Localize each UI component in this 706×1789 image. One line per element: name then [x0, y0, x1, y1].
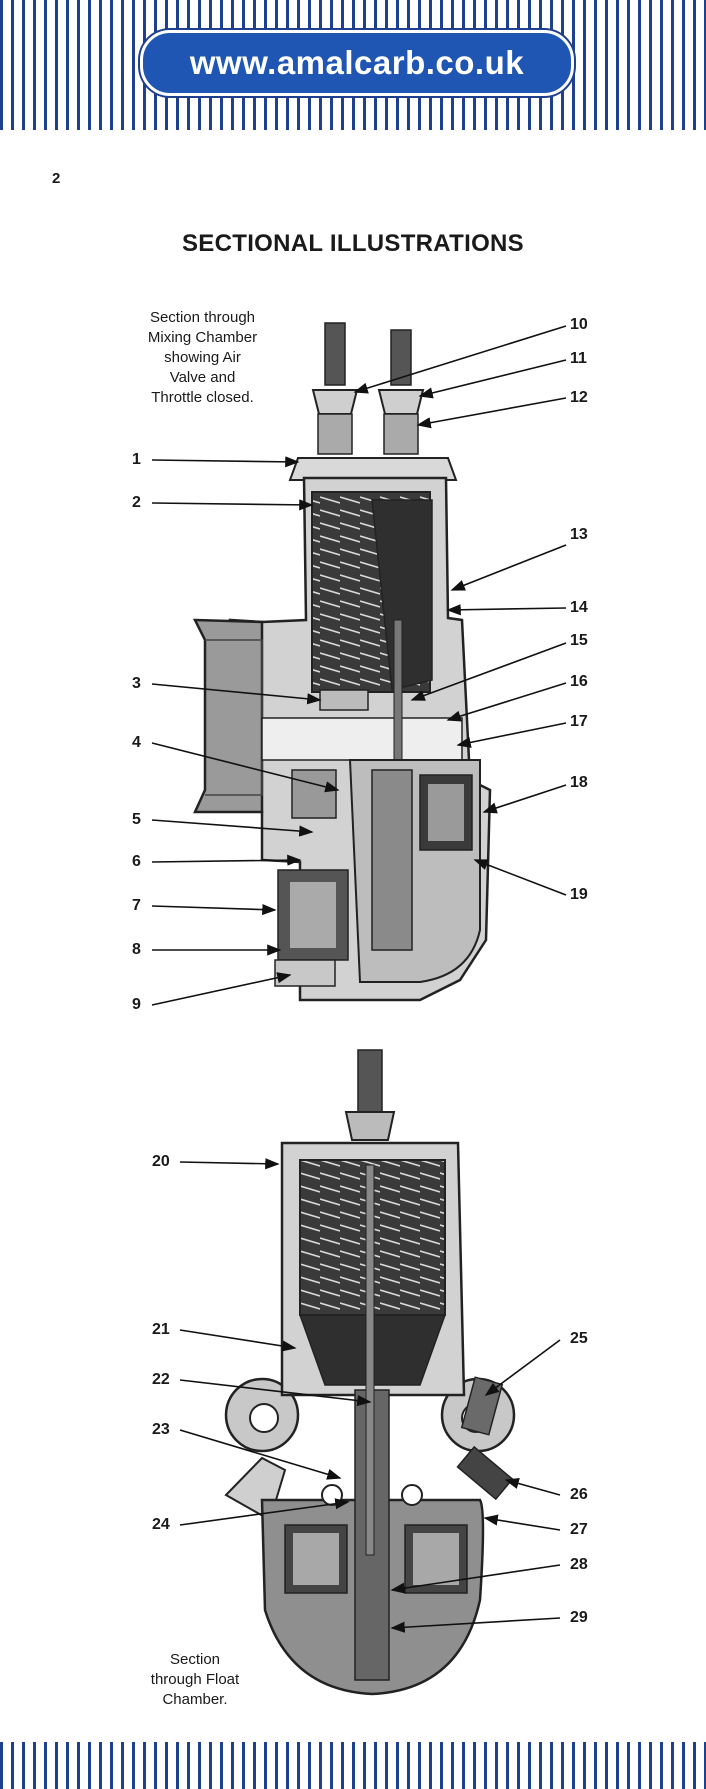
callout-24: 24 [152, 1516, 170, 1533]
callout-2: 2 [132, 494, 141, 511]
page-title: SECTIONAL ILLUSTRATIONS [181, 230, 524, 257]
callout-3: 3 [132, 675, 141, 692]
float-chamber-drawing [224, 1049, 516, 1696]
callout-9: 9 [132, 996, 141, 1013]
callout-27: 27 [570, 1521, 588, 1538]
callout-13: 13 [570, 526, 588, 543]
callout-8: 8 [132, 941, 141, 958]
figure-1-caption: Section through Mixing Chamber showing A… [147, 309, 258, 406]
callout-18: 18 [570, 774, 588, 791]
mixing-chamber-drawing [192, 322, 492, 1002]
callout-16: 16 [570, 673, 588, 690]
callout-10: 10 [570, 316, 588, 333]
callout-28: 28 [570, 1556, 588, 1573]
callout-1: 1 [132, 451, 141, 468]
callout-6: 6 [132, 853, 141, 870]
callout-25: 25 [570, 1330, 588, 1347]
website-banner[interactable]: www.amalcarb.co.uk [140, 30, 574, 96]
bottom-stripe-border [0, 1742, 706, 1789]
callout-20: 20 [152, 1153, 170, 1170]
callout-19: 19 [570, 886, 588, 903]
callout-21: 21 [152, 1321, 170, 1338]
callout-12: 12 [570, 389, 588, 406]
figure-2-caption: Section through Float Chamber. [150, 1651, 240, 1708]
callout-5: 5 [132, 811, 141, 828]
callout-7: 7 [132, 897, 141, 914]
callout-14: 14 [570, 599, 588, 616]
callout-15: 15 [570, 632, 588, 649]
callout-4: 4 [132, 734, 141, 751]
callout-17: 17 [570, 713, 588, 730]
callout-29: 29 [570, 1609, 588, 1626]
callout-26: 26 [570, 1486, 588, 1503]
callout-23: 23 [152, 1421, 170, 1438]
callout-11: 11 [570, 350, 587, 367]
page-number: 2 [52, 170, 61, 187]
callout-22: 22 [152, 1371, 170, 1388]
